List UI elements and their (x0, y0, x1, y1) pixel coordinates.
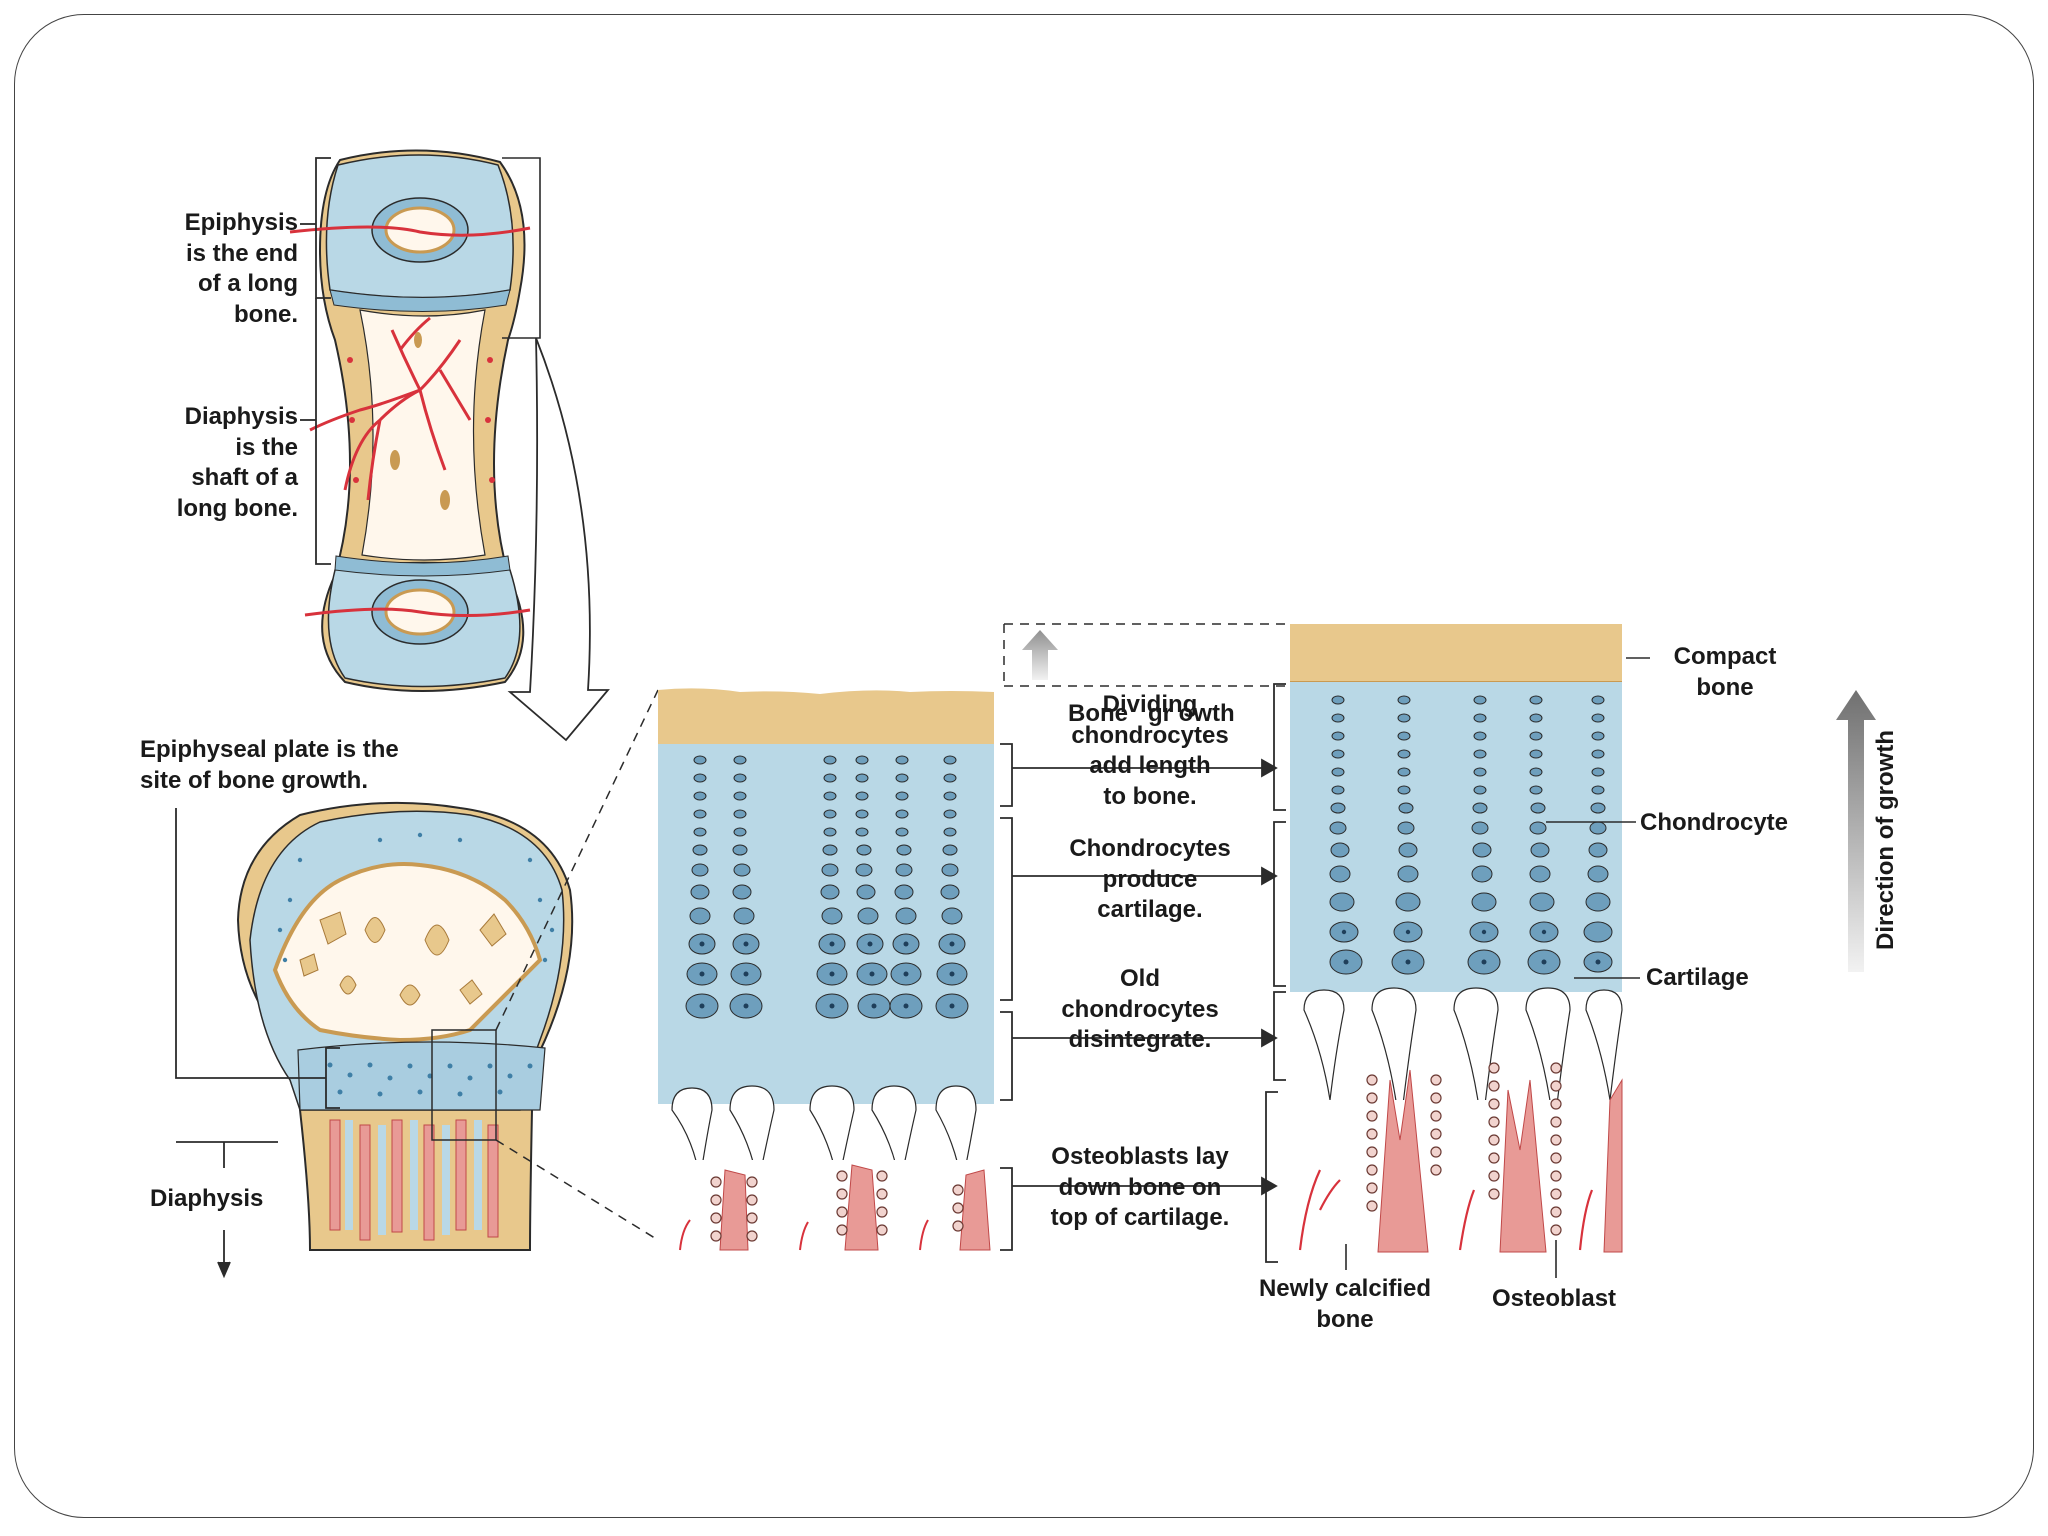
epiphyseal-plate-label: Epiphyseal plate is the site of bone gro… (140, 735, 399, 796)
epiphysis-closeup (236, 801, 574, 1251)
osteoblast-label: Osteoblast (1492, 1284, 1616, 1315)
slide-frame (14, 14, 2034, 1518)
produce-label: Chondrocytes produce cartilage. (1040, 834, 1260, 926)
compact-bone-line-2: bone (1696, 673, 1754, 701)
zoom-arrow (507, 337, 610, 742)
diaphysis-desc-line-3: shaft of a (191, 464, 298, 491)
chondrocyte-label: Chondrocyte (1640, 808, 1788, 839)
diaphysis-desc-line-4: long bone. (176, 494, 298, 522)
dividing-line-1: Dividing (1102, 691, 1198, 718)
newly-calcified-line-1: Newly calcified (1258, 1275, 1432, 1302)
compact-bone-line-1: Compact (1673, 643, 1777, 670)
old-line-3: disintegrate. (1068, 1026, 1212, 1053)
epiphysis-line-4: bone. (234, 300, 298, 328)
epiphyseal-plate-line-1: Epiphyseal plate is the (140, 736, 399, 763)
epiphyseal-plate-line-2: site of bone growth. (140, 766, 368, 794)
bone-growth-label: Bone gr owth (1068, 638, 1235, 760)
osteoblast-text: Osteoblast (1492, 1285, 1617, 1312)
direction-arrow (1836, 690, 1876, 972)
diaphysis-text: Diaphysis (150, 1185, 264, 1212)
bone-growth-text: Bone gr owth (1068, 700, 1235, 727)
old-line-1: Old (1120, 965, 1160, 992)
diaphysis-desc-line-1: Diaphysis (184, 403, 298, 430)
diaphysis-desc-line-2: is the (235, 433, 298, 461)
produce-line-1: Chondrocytes (1069, 835, 1231, 862)
produce-line-3: cartilage. (1097, 896, 1203, 923)
direction-text: Direction of growth (1871, 730, 1899, 950)
osteoblasts-lay-line-3: top of cartilage. (1050, 1204, 1230, 1231)
diaphysis-marker (176, 1141, 278, 1279)
right-brackets (1265, 683, 1286, 1263)
dividing-line-3: add length (1089, 752, 1211, 779)
produce-line-2: produce (1102, 865, 1198, 893)
bone-growth-indicator (1003, 623, 1290, 687)
plate-leader (175, 808, 340, 1109)
dividing-line-2: chondrocytes (1071, 721, 1229, 749)
dividing-label: Dividing chondrocytes add length to bone… (1050, 690, 1250, 812)
cartilage-text: Cartilage (1646, 964, 1749, 991)
epiphysis-line-1: Epiphysis (184, 209, 298, 236)
advanced-growth-panel (1290, 624, 1623, 1253)
diaphysis-label: Diaphysis (150, 1184, 263, 1215)
osteoblasts-lay-line-1: Osteoblasts lay (1051, 1143, 1229, 1170)
dividing-line-4: to bone. (1103, 782, 1197, 810)
epiphysis-line-2: is the end (185, 239, 298, 267)
diaphysis-desc-label: Diaphysis is the shaft of a long bone. (177, 402, 298, 524)
old-line-2: chondrocytes (1061, 995, 1219, 1023)
middle-brackets (1000, 743, 1013, 1251)
growth-plate-panel (658, 688, 994, 1251)
bone-brackets (300, 157, 331, 565)
cartilage-label: Cartilage (1646, 963, 1749, 994)
epiphysis-label: Epiphysis is the end of a long bone. (185, 208, 298, 330)
long-bone (289, 149, 541, 692)
old-label: Old chondrocytes disintegrate. (1030, 964, 1250, 1056)
osteoblasts-lay-line-2: down bone on (1058, 1173, 1222, 1201)
newly-calcified-label: Newly calcified bone (1245, 1274, 1445, 1335)
epiphysis-line-3: of a long (198, 270, 298, 297)
compact-bone-label: Compact bone (1655, 642, 1795, 703)
right-leaders (1345, 657, 1650, 1278)
osteoblasts-lay-label: Osteoblasts lay down bone on top of cart… (1025, 1142, 1255, 1234)
stage-arrows (1012, 758, 1278, 1196)
chondrocyte-text: Chondrocyte (1640, 809, 1789, 836)
newly-calcified-line-2: bone (1316, 1305, 1374, 1333)
direction-label: Direction of growth (1871, 730, 1902, 950)
